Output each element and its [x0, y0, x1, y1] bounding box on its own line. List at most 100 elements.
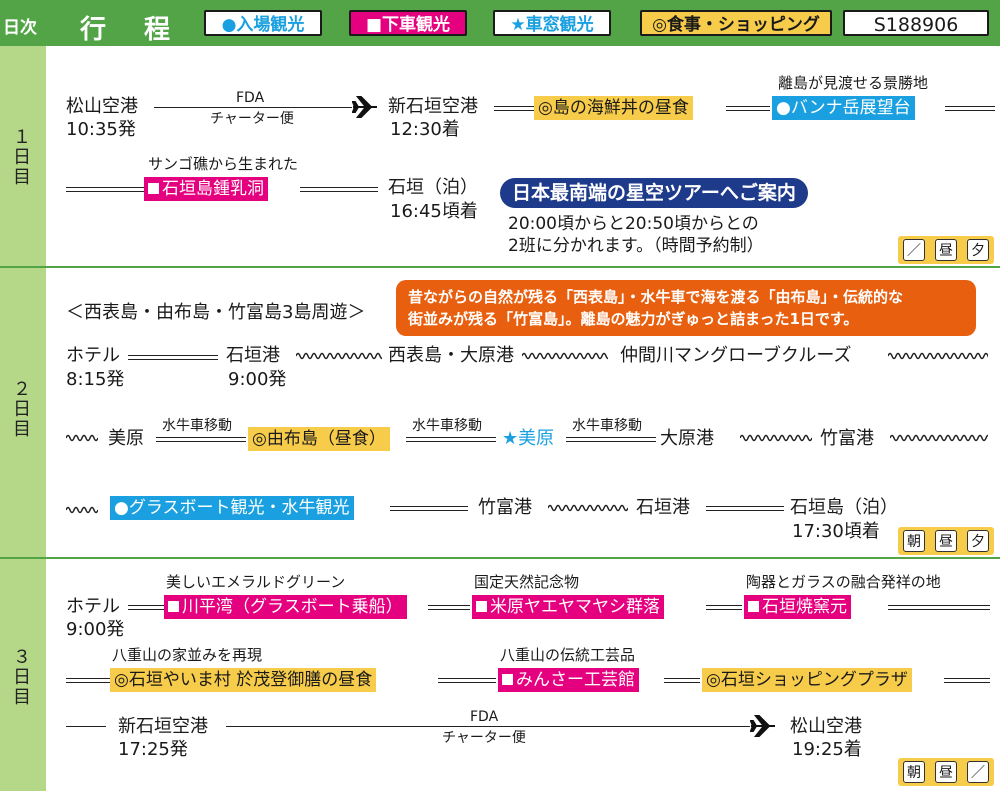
glassboat-tour: ●グラスボート観光・水牛観光	[110, 496, 354, 520]
buffalo-label: 水牛車移動	[572, 418, 642, 434]
kiln-note: 陶器とガラスの融合発祥の地	[746, 573, 941, 591]
day1-label: １日目	[13, 127, 31, 188]
kabira-note: 美しいエメラルドグリーン	[166, 573, 346, 591]
sea-route	[548, 504, 628, 512]
meal-lunch: 昼	[935, 530, 957, 552]
matsuyama-airport-day3: 松山空港	[790, 716, 862, 737]
banner-line-2: 街並みが残る「竹富島」。離島の魅力がぎゅっと詰まった1日です。	[408, 310, 859, 328]
separator	[0, 266, 1000, 268]
yonehara-note: 国定天然記念物	[474, 573, 580, 591]
stop-square-icon	[502, 674, 513, 685]
mihara: 美原	[108, 428, 144, 449]
meal-dinner: 夕	[967, 239, 989, 261]
meal-dinner: ／	[967, 761, 989, 783]
star-note-1: 20:00頃からと20:50頃からとの	[508, 214, 759, 234]
stay-time-day1: 16:45頃着	[390, 201, 478, 222]
port-time: 9:00発	[228, 369, 287, 390]
star-tour-banner: 日本最南端の星空ツアーへご案内	[500, 178, 808, 208]
kabira-bay-label: 川平湾（グラスボート乗船）	[182, 597, 403, 617]
dep-time: 10:35発	[66, 119, 136, 140]
stop-square-icon	[476, 601, 487, 612]
route-line	[128, 355, 218, 360]
route-line	[128, 605, 164, 610]
lunch-seafood: ◎島の海鮮丼の昼食	[534, 96, 693, 120]
fda-label-day3: FDA	[470, 709, 499, 725]
day2-label: ２日目	[13, 379, 31, 440]
fda-label: FDA	[236, 90, 265, 106]
plane-icon	[352, 96, 377, 118]
new-ishigaki-airport-day3: 新石垣空港	[118, 716, 208, 737]
ishigaki-kiln: 石垣焼窯元	[744, 595, 851, 619]
banner-line-1: 昔ながらの自然が残る「西表島」・水牛車で海を渡る「由布島」・伝統的な	[408, 288, 904, 306]
day-column-3	[0, 559, 46, 791]
buffalo-label: 水牛車移動	[412, 418, 482, 434]
sea-route	[740, 434, 812, 442]
yonehara-palms: 米原ヤエヤマヤシ群落	[472, 595, 664, 619]
mangrove-cruise: 仲間川マングローブクルーズ	[620, 345, 852, 366]
sea-route	[66, 506, 98, 514]
route-line	[706, 506, 784, 511]
legend-stop: ■下車観光	[349, 10, 467, 36]
yaima-village-lunch: ◎石垣やいま村 於茂登御膳の昼食	[110, 668, 377, 692]
day-column-1	[0, 46, 46, 266]
yonehara-palms-label: 米原ヤエヤマヤシ群落	[490, 597, 660, 617]
route-line	[706, 605, 742, 610]
route-line	[66, 187, 144, 192]
minsa-note: 八重山の伝統工芸品	[500, 646, 636, 664]
meal-lunch: 昼	[935, 761, 957, 783]
flight-line	[154, 107, 352, 108]
route-line	[945, 106, 995, 111]
dep-time-day3: 17:25発	[118, 739, 188, 760]
ohara-port: 大原港	[660, 428, 714, 449]
ishigaki-cave: 石垣島鍾乳洞	[144, 177, 268, 201]
star-note-2: 2班に分かれます。（時間予約制）	[508, 236, 764, 256]
day2-banner: 昔ながらの自然が残る「西表島」・水牛車で海を渡る「由布島」・伝統的な 街並みが残…	[396, 280, 976, 336]
route-line	[390, 506, 468, 511]
stop-square-icon	[148, 183, 159, 194]
ishigaki-port: 石垣港	[226, 345, 280, 366]
meals-day1: ／ 昼 夕	[898, 236, 994, 264]
meal-breakfast: ／	[903, 239, 925, 261]
meals-day2: 朝 昼 夕	[898, 527, 994, 555]
route-line	[664, 678, 700, 683]
route-line	[726, 106, 770, 111]
stop-square-icon	[748, 601, 759, 612]
route-line	[66, 678, 110, 683]
tour-title: ＜西表島・由布島・竹富島3島周遊＞	[66, 302, 366, 323]
legend-meal: ◎食事・ショッピング	[640, 10, 832, 36]
hotel-day3: ホテル	[66, 596, 120, 617]
route-line	[428, 605, 470, 610]
stay-time-day2: 17:30頃着	[792, 521, 880, 542]
taketomi-port-2: 竹富港	[478, 497, 532, 518]
banna-note: 離島が見渡せる景勝地	[778, 74, 929, 92]
route-line	[406, 437, 496, 442]
ishigaki-cave-label: 石垣島鍾乳洞	[162, 179, 264, 199]
matsuyama-airport: 松山空港	[66, 96, 138, 117]
stay-day1: 石垣（泊）	[388, 177, 478, 198]
route-line	[888, 605, 990, 610]
route-line	[300, 187, 378, 192]
plane-icon	[750, 715, 775, 737]
meal-breakfast: 朝	[903, 530, 925, 552]
day-column-2	[0, 268, 46, 557]
day3-label: ３日目	[13, 647, 31, 708]
ishigaki-port-2: 石垣港	[636, 497, 690, 518]
flight-line	[226, 726, 750, 727]
days-label: 日次	[3, 18, 37, 38]
yubu-island-lunch: ◎由布島（昼食）	[248, 427, 390, 451]
legend-entry: ●入場観光	[204, 10, 322, 36]
itinerary-label: 行 程	[80, 15, 177, 45]
route-line	[66, 726, 106, 727]
sea-route	[890, 434, 988, 442]
yaima-note: 八重山の家並みを再現	[112, 646, 263, 664]
mihara-window: ★美原	[502, 428, 555, 449]
shopping-plaza: ◎石垣ショッピングプラザ	[702, 668, 912, 692]
banna-observatory: ●バンナ岳展望台	[772, 96, 915, 120]
cave-note: サンゴ礁から生まれた	[148, 155, 299, 173]
arr-time: 12:30着	[390, 119, 460, 140]
charter-label-day3: チャーター便	[442, 730, 526, 746]
hotel-time-day2: 8:15発	[66, 369, 125, 390]
route-line	[566, 437, 656, 442]
tour-code: S188906	[843, 10, 989, 36]
route-line	[156, 437, 246, 442]
